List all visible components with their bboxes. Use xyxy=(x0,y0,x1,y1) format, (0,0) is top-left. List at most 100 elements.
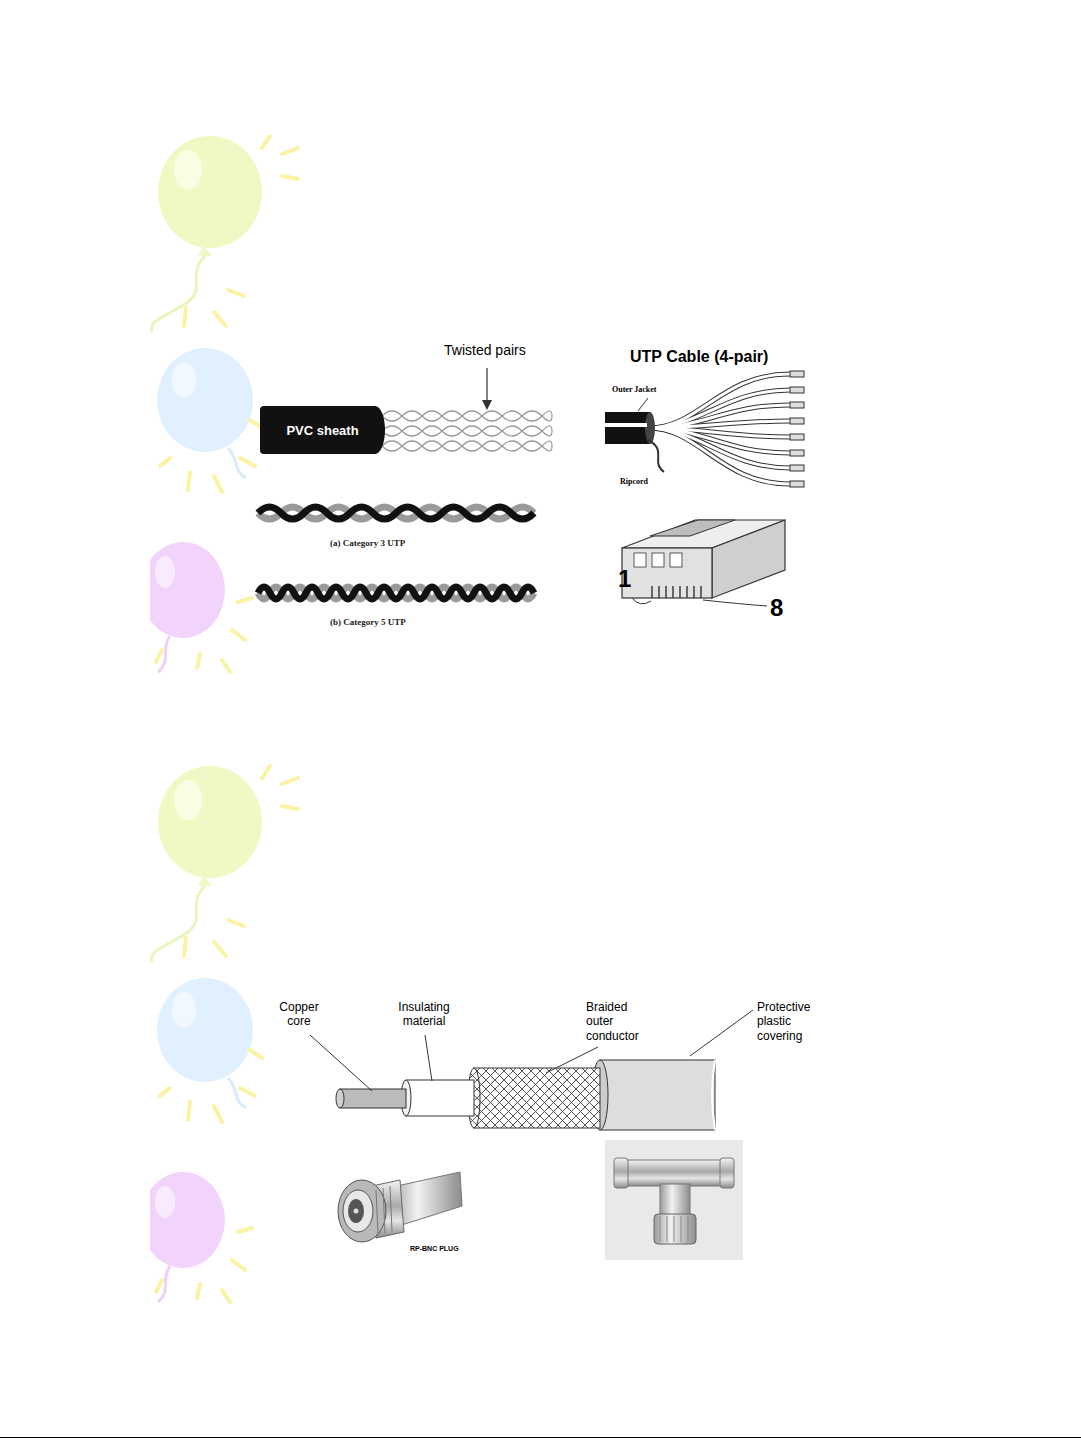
rj45-connector xyxy=(622,548,712,598)
bnc-plug-photo xyxy=(383,1188,385,1233)
utp-cable-drawing xyxy=(790,418,804,424)
twisted-pair-drawing xyxy=(258,368,552,599)
balloon-decoration xyxy=(262,136,270,148)
label-text: (b) Category 5 UTP xyxy=(330,617,406,627)
bnc-plug-photo xyxy=(335,1163,463,1260)
utp-cable-drawing xyxy=(648,428,790,484)
utp-cable-drawing xyxy=(648,428,790,484)
balloon-decoration xyxy=(172,362,196,398)
utp-cable-drawing xyxy=(790,481,804,487)
figure-caption: (b) Category 5 UTP xyxy=(330,617,406,628)
bnc-plug-photo xyxy=(338,1180,386,1242)
utp-cable-drawing xyxy=(648,390,790,428)
balloon-decoration xyxy=(198,246,212,256)
part-label: Ripcord xyxy=(620,477,648,487)
balloon-decoration xyxy=(214,476,222,492)
balloon-decoration xyxy=(174,150,202,190)
balloon-decoration xyxy=(184,136,298,326)
balloon-decoration xyxy=(158,136,262,248)
twisted-pair-drawing xyxy=(382,411,552,421)
rj45-connector xyxy=(652,586,701,598)
rj45-connector xyxy=(703,600,767,606)
balloon-decoration xyxy=(188,472,190,490)
bnc-t-connector-photo xyxy=(660,1216,661,1242)
part-label: Protective plastic covering xyxy=(757,1000,823,1043)
bnc-plug-photo xyxy=(348,1199,364,1223)
bnc-t-connector-photo xyxy=(667,1216,668,1242)
label-text: Ripcord xyxy=(620,477,648,486)
balloon-decoration xyxy=(156,598,252,672)
cable-sheath: PVC sheath xyxy=(260,406,385,454)
label-text: Protective plastic covering xyxy=(757,1000,810,1043)
balloon-decoration xyxy=(160,420,262,492)
twisted-pair-drawing xyxy=(258,507,534,599)
twisted-pair-drawing xyxy=(382,441,552,451)
balloon-decoration xyxy=(141,766,298,1302)
balloon-decoration xyxy=(150,136,298,672)
rj45-connector xyxy=(650,520,735,536)
utp-cable-drawing xyxy=(648,374,790,484)
label-text: Insulating material xyxy=(398,1000,449,1028)
pin-number: 1 xyxy=(618,565,631,594)
bnc-t-connector-photo xyxy=(720,1158,734,1188)
coaxial-cable-drawing xyxy=(340,1089,406,1108)
bnc-plug-photo xyxy=(343,1190,373,1232)
bnc-plug-photo xyxy=(376,1186,392,1234)
product-label: RP-BNC PLUG xyxy=(410,1245,459,1253)
part-label: Twisted pairs xyxy=(444,342,526,359)
twisted-pair-drawing xyxy=(382,441,552,451)
utp-cable-drawing xyxy=(648,440,664,472)
coaxial-cable-drawing xyxy=(310,1035,372,1091)
node-text: PVC sheath xyxy=(286,423,358,438)
utp-cable-drawing xyxy=(648,374,790,428)
balloon-decoration xyxy=(197,654,200,668)
bnc-t-connector-photo xyxy=(674,1216,675,1242)
bnc-t-connector-photo xyxy=(660,1216,688,1242)
twisted-pair-drawing xyxy=(258,507,534,519)
label-text: 1 xyxy=(618,565,631,592)
utp-cable-drawing xyxy=(790,402,804,408)
rj45-connector xyxy=(658,586,659,598)
twisted-pair-drawing xyxy=(382,426,552,436)
figure-title: UTP Cable (4-pair) xyxy=(630,347,768,366)
figure-caption: (a) Category 3 UTP xyxy=(330,538,405,549)
utp-cable-drawing xyxy=(790,387,804,393)
page-rule xyxy=(0,1437,1081,1438)
rj45-connector xyxy=(672,586,673,598)
rj45-connector xyxy=(670,553,682,567)
coaxial-cable-drawing xyxy=(712,1060,715,1130)
coaxial-cable-drawing xyxy=(310,1010,753,1091)
utp-cable-drawing xyxy=(645,412,655,444)
part-label: Braided outer conductor xyxy=(586,1000,650,1043)
coaxial-cable-drawing xyxy=(546,1047,598,1073)
utp-cable-drawing xyxy=(648,405,790,428)
balloon-decoration xyxy=(157,348,253,452)
rj45-connector xyxy=(679,586,680,598)
balloon-decoration xyxy=(232,630,245,640)
balloon-decoration xyxy=(228,290,244,296)
bnc-plug-photo xyxy=(376,1190,378,1234)
balloon-decoration xyxy=(228,448,246,478)
bnc-t-connector-photo xyxy=(654,1214,696,1244)
balloon-decoration xyxy=(152,256,205,332)
bnc-plug-photo xyxy=(390,1186,392,1231)
label-text: (a) Category 3 UTP xyxy=(330,538,405,548)
utp-cable-drawing xyxy=(790,450,804,456)
coaxial-cable-drawing xyxy=(425,1035,432,1081)
coaxial-cable-drawing xyxy=(310,1010,753,1130)
part-label: Insulating material xyxy=(392,1000,456,1029)
bnc-t-connector-photo xyxy=(605,1140,743,1260)
utp-cable-drawing xyxy=(790,371,804,487)
coaxial-cable-drawing xyxy=(690,1010,753,1056)
utp-cable-drawing xyxy=(648,374,790,484)
label-text: Twisted pairs xyxy=(444,342,526,358)
twisted-pair-drawing xyxy=(382,426,552,436)
rj45-connector xyxy=(712,520,785,598)
rj45-connector xyxy=(686,586,687,598)
rj45-connector xyxy=(700,586,701,598)
twisted-pair-drawing xyxy=(258,587,534,599)
rj45-connector xyxy=(632,598,651,604)
twisted-pair-drawing xyxy=(382,411,552,421)
rj45-connector xyxy=(651,586,652,598)
